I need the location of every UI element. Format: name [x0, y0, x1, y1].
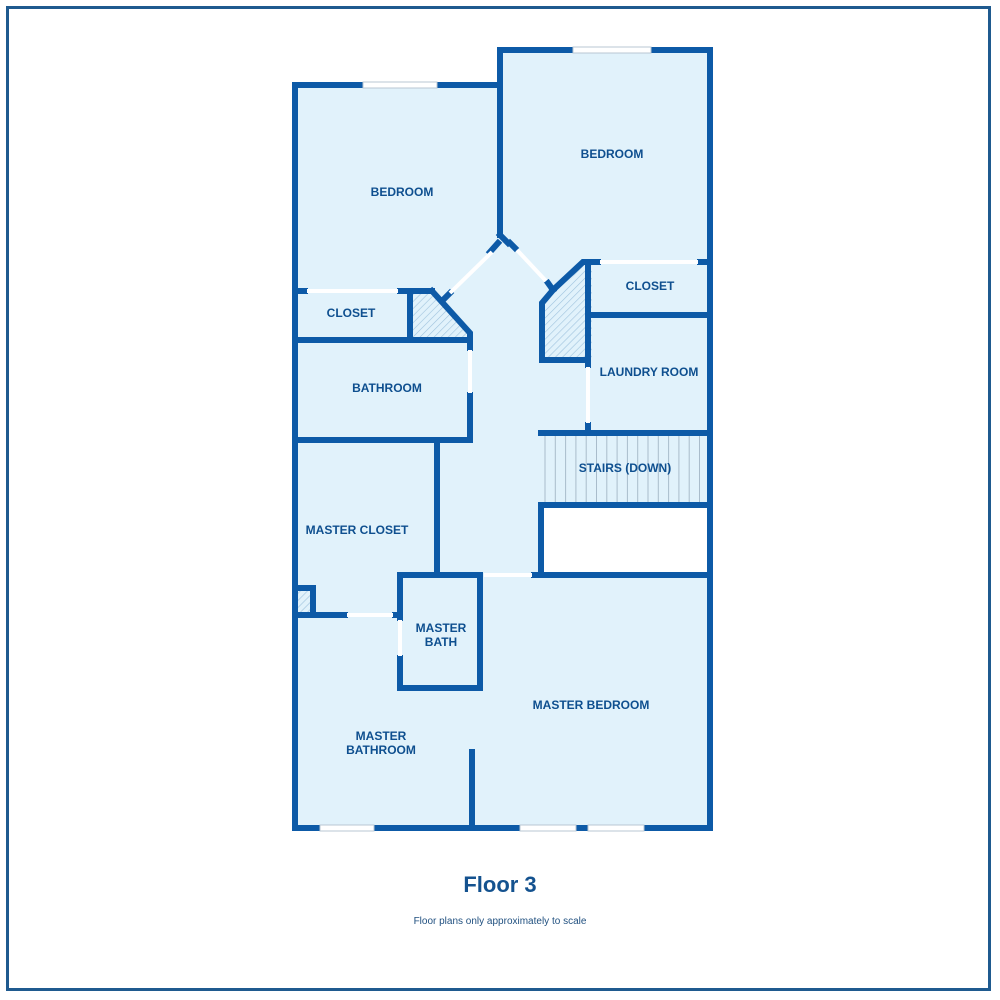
label-bedroom-left: BEDROOM: [371, 185, 434, 199]
room-labels: BEDROOM BEDROOM CLOSET CLOSET BATHROOM L…: [306, 147, 699, 757]
label-closet-right: CLOSET: [626, 279, 675, 293]
label-master-bath-1: MASTER: [416, 621, 467, 635]
label-master-bathroom-2: BATHROOM: [346, 743, 416, 757]
floor-title: Floor 3: [463, 872, 537, 897]
doorways: [307, 248, 698, 656]
label-master-bedroom: MASTER BEDROOM: [533, 698, 650, 712]
floor-fill: [295, 50, 710, 830]
label-master-closet: MASTER CLOSET: [306, 523, 409, 537]
label-laundry-room: LAUNDRY ROOM: [600, 365, 699, 379]
label-stairs: STAIRS (DOWN): [579, 461, 671, 475]
stair-treads: [544, 436, 700, 502]
hatched-areas: [297, 265, 592, 614]
windows: [319, 46, 652, 832]
label-bathroom: BATHROOM: [352, 381, 422, 395]
label-master-bath-2: BATH: [425, 635, 457, 649]
page-frame: [6, 6, 991, 991]
label-closet-left: CLOSET: [327, 306, 376, 320]
label-master-bathroom-1: MASTER: [356, 729, 407, 743]
scale-disclaimer: Floor plans only approximately to scale: [413, 916, 587, 927]
label-bedroom-right: BEDROOM: [581, 147, 644, 161]
